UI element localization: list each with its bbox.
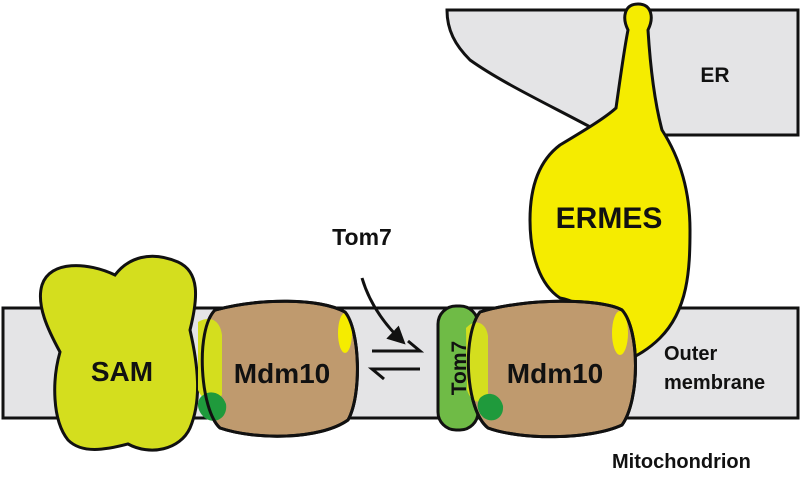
equilibrium-arrows-icon <box>367 339 425 381</box>
membrane-label: membrane <box>664 372 765 394</box>
tom7-top-label: Tom7 <box>332 224 392 250</box>
curved-arrow-icon <box>360 277 406 345</box>
mdm10-left-light-patch <box>338 313 352 353</box>
sam-label: SAM <box>91 356 153 387</box>
ermes-complex <box>528 2 692 362</box>
mdm10-right-light-patch <box>612 311 628 355</box>
outer-label: Outer <box>664 343 718 365</box>
tom7-vertical-label: Tom7 <box>448 341 471 395</box>
mdm10-right-group <box>466 299 637 439</box>
ermes-label: ERMES <box>556 202 663 235</box>
sam-complex <box>38 254 200 452</box>
mdm10-left-label: Mdm10 <box>234 358 330 389</box>
mdm10-right-yellow-patch <box>466 322 488 402</box>
mdm10-right-green-spot <box>477 393 504 421</box>
mdm10-left-group <box>197 299 359 438</box>
er-label: ER <box>700 64 729 87</box>
mitochondrion-label: Mitochondrion <box>612 451 751 473</box>
mdm10-right-label: Mdm10 <box>507 358 603 389</box>
